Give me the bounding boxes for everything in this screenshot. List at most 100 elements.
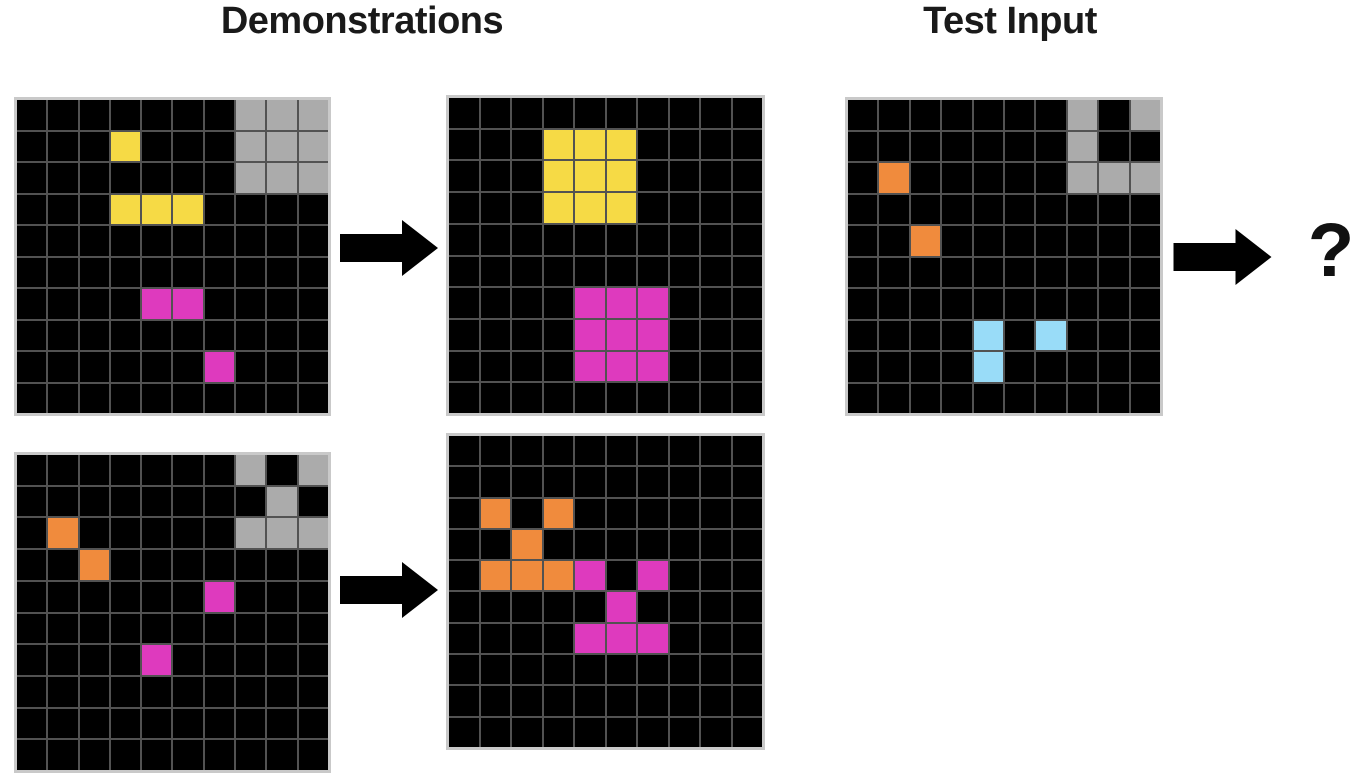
grid-cell-black-empty (1130, 320, 1160, 350)
grid-cell-black-empty (298, 645, 328, 675)
grid-cell-black-empty (879, 352, 909, 382)
grid-cell-black-empty (449, 529, 479, 560)
grid-cell-gray (298, 455, 328, 485)
grid-cell-black-empty (732, 193, 762, 223)
grid-cell-black-empty (879, 131, 909, 161)
grid-cell-black-empty (110, 645, 141, 675)
grid-cell-black-empty (480, 717, 510, 747)
grid-cell-black-empty (173, 581, 203, 612)
grid-cell-black-empty (669, 467, 699, 497)
grid-cell-gray (1130, 163, 1160, 193)
grid-cell-black-empty (575, 498, 605, 528)
grid-cell-magenta (606, 288, 636, 318)
grid-cell-black-empty (543, 623, 573, 654)
grid-cell-black-empty (575, 256, 605, 287)
grid-cell-black-empty (173, 676, 203, 707)
grid-cell-black-empty (17, 289, 47, 319)
grid-cell-black-empty (449, 319, 479, 350)
grid-cell-black-empty (669, 686, 699, 716)
grid-cell-black-empty (669, 561, 699, 591)
grid-cell-black-empty (17, 486, 47, 517)
grid-cell-black-empty (575, 529, 605, 560)
grid-cell-gray (267, 100, 297, 130)
grid-cell-black-empty (638, 467, 668, 497)
grid-cell-black-empty (848, 352, 878, 382)
grid-cell-black-empty (543, 686, 573, 716)
grid-cell-black-empty (942, 289, 972, 319)
grid-cell-black-empty (267, 226, 297, 256)
grid-cell-black-empty (512, 256, 542, 287)
grid-cell-black-empty (732, 319, 762, 350)
grid-cell-black-empty (512, 686, 542, 716)
grid-cell-black-empty (110, 740, 141, 770)
grid-cell-gray (267, 131, 297, 161)
grid-cell-black-empty (267, 383, 297, 413)
grid-cell-black-empty (204, 455, 235, 485)
grid-cell-black-empty (606, 256, 636, 287)
grid-cell-black-empty (606, 498, 636, 528)
grid-cell-black-empty (298, 740, 328, 770)
grid-cell-yellow (110, 194, 141, 224)
grid-cell-yellow (575, 161, 605, 192)
grid-cell-gray (236, 100, 266, 130)
grid-cell-black-empty (17, 550, 47, 580)
grid-cell-black-empty (669, 529, 699, 560)
grid-cell-black-empty (879, 226, 909, 256)
grid-cell-black-empty (606, 686, 636, 716)
grid-cell-light-blue (973, 320, 1003, 350)
grid-cell-black-empty (669, 288, 699, 318)
grid-cell-orange (79, 550, 109, 580)
grid-cell-black-empty (669, 129, 699, 160)
grid-cell-black-empty (110, 100, 141, 130)
grid-cell-black-empty (449, 161, 479, 192)
grid-cell-black-empty (17, 676, 47, 707)
grid-cell-yellow (110, 131, 141, 161)
grid-cell-black-empty (701, 98, 731, 128)
grid-cell-gray (1067, 100, 1098, 130)
grid-cell-black-empty (480, 288, 510, 318)
grid-cell-black-empty (298, 352, 328, 382)
grid-cell-black-empty (606, 98, 636, 128)
grid-cell-black-empty (236, 550, 266, 580)
grid-cell-gray (236, 518, 266, 549)
grid-cell-black-empty (910, 289, 941, 319)
grid-cell-black-empty (480, 98, 510, 128)
grid-cell-magenta (575, 351, 605, 382)
grid-cell-black-empty (732, 383, 762, 413)
grid-cell-black-empty (910, 100, 941, 130)
grid-cell-black-empty (973, 226, 1003, 256)
grid-cell-black-empty (848, 194, 878, 224)
grid-cell-orange (879, 163, 909, 193)
grid-cell-magenta (204, 352, 235, 382)
grid-cell-black-empty (1004, 289, 1035, 319)
grid-cell-black-empty (732, 686, 762, 716)
grid-cell-black-empty (1036, 194, 1066, 224)
grid-cell-black-empty (1004, 352, 1035, 382)
grid-cell-yellow (173, 194, 203, 224)
grid-cell-gray (267, 486, 297, 517)
grid-cell-black-empty (732, 288, 762, 318)
grid-cell-black-empty (79, 100, 109, 130)
grid-cell-black-empty (638, 529, 668, 560)
grid-cell-black-empty (575, 467, 605, 497)
grid-cell-black-empty (732, 623, 762, 654)
grid-cell-black-empty (48, 131, 78, 161)
grid-cell-black-empty (606, 224, 636, 255)
demonstrations-title: Demonstrations (220, 0, 504, 42)
grid-cell-black-empty (732, 436, 762, 466)
grid-cell-black-empty (236, 486, 266, 517)
grid-cell-black-empty (732, 256, 762, 287)
grid-cell-black-empty (638, 98, 668, 128)
grid-cell-yellow (606, 193, 636, 223)
grid-cell-black-empty (236, 740, 266, 770)
grid-cell-black-empty (701, 319, 731, 350)
grid-cell-black-empty (110, 550, 141, 580)
grid-cell-black-empty (204, 550, 235, 580)
grid-cell-black-empty (669, 351, 699, 382)
grid-cell-black-empty (910, 320, 941, 350)
grid-cell-black-empty (848, 257, 878, 287)
grid-cell-black-empty (669, 498, 699, 528)
grid-cell-black-empty (298, 613, 328, 644)
grid-cell-black-empty (142, 518, 172, 549)
grid-cell-black-empty (267, 613, 297, 644)
